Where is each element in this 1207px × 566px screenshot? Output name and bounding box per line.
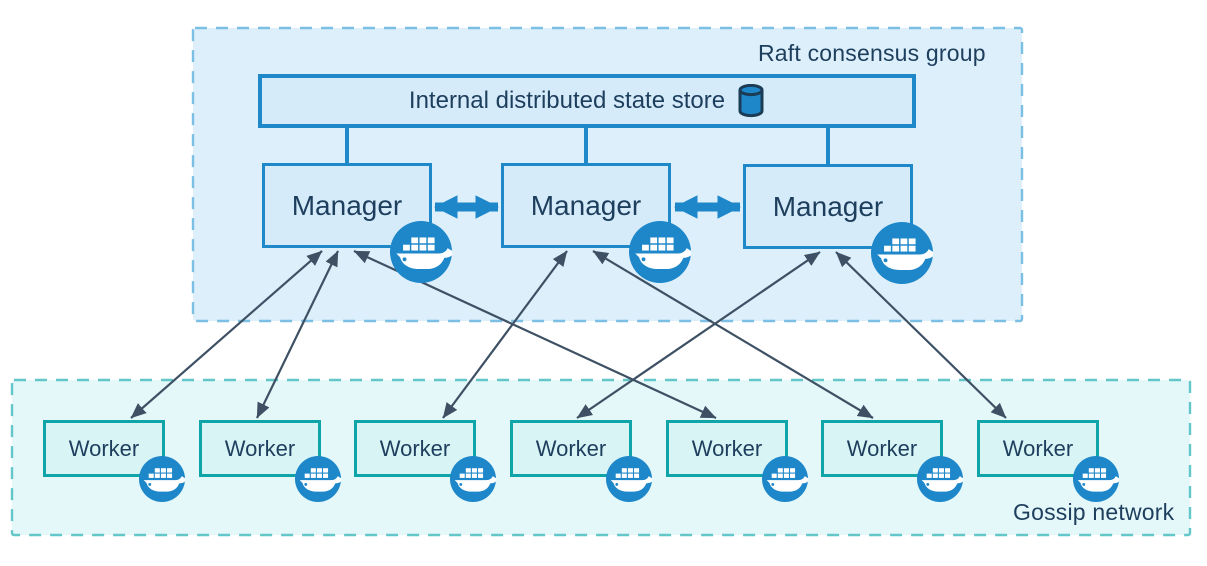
worker-label: Worker xyxy=(846,435,918,461)
worker-node-3: Worker xyxy=(354,420,496,502)
database-cylinder-icon xyxy=(738,84,764,118)
docker-whale-badge xyxy=(295,456,341,502)
docker-whale-badge xyxy=(762,456,808,502)
docker-whale-icon xyxy=(762,456,808,502)
worker-node-5: Worker xyxy=(666,420,808,502)
worker-node-6: Worker xyxy=(821,420,963,502)
docker-whale-icon xyxy=(917,456,963,502)
worker-node-7: Worker xyxy=(977,420,1119,502)
docker-whale-icon xyxy=(1073,456,1119,502)
state-store-connector xyxy=(826,128,830,165)
docker-whale-badge xyxy=(1073,456,1119,502)
docker-whale-icon xyxy=(871,222,933,284)
worker-node-1: Worker xyxy=(43,420,185,502)
manager-node-3: Manager xyxy=(743,164,933,284)
state-store-label: Internal distributed state store xyxy=(408,87,726,114)
docker-whale-badge xyxy=(390,221,452,283)
worker-node-4: Worker xyxy=(510,420,652,502)
worker-label: Worker xyxy=(379,435,451,461)
docker-whale-icon xyxy=(390,221,452,283)
docker-whale-badge xyxy=(917,456,963,502)
state-store-box: Internal distributed state store xyxy=(258,74,916,128)
docker-whale-icon xyxy=(450,456,496,502)
state-store-connector xyxy=(345,128,349,165)
docker-whale-badge xyxy=(450,456,496,502)
docker-whale-badge xyxy=(629,221,691,283)
worker-label: Worker xyxy=(1002,435,1074,461)
docker-whale-badge xyxy=(871,222,933,284)
manager-label: Manager xyxy=(530,189,642,221)
gossip-network-label: Gossip network xyxy=(1013,499,1175,525)
docker-whale-icon xyxy=(295,456,341,502)
docker-whale-icon xyxy=(606,456,652,502)
docker-whale-badge xyxy=(139,456,185,502)
manager-node-1: Manager xyxy=(262,163,452,283)
manager-node-2: Manager xyxy=(501,163,691,283)
worker-label: Worker xyxy=(535,435,607,461)
manager-label: Manager xyxy=(772,190,884,222)
docker-whale-badge xyxy=(606,456,652,502)
worker-label: Worker xyxy=(224,435,296,461)
docker-whale-icon xyxy=(629,221,691,283)
docker-whale-icon xyxy=(139,456,185,502)
worker-label: Worker xyxy=(68,435,140,461)
raft-group-label: Raft consensus group xyxy=(758,40,986,66)
state-store-connector xyxy=(584,128,588,165)
manager-label: Manager xyxy=(291,189,403,221)
worker-node-2: Worker xyxy=(199,420,341,502)
worker-label: Worker xyxy=(691,435,763,461)
